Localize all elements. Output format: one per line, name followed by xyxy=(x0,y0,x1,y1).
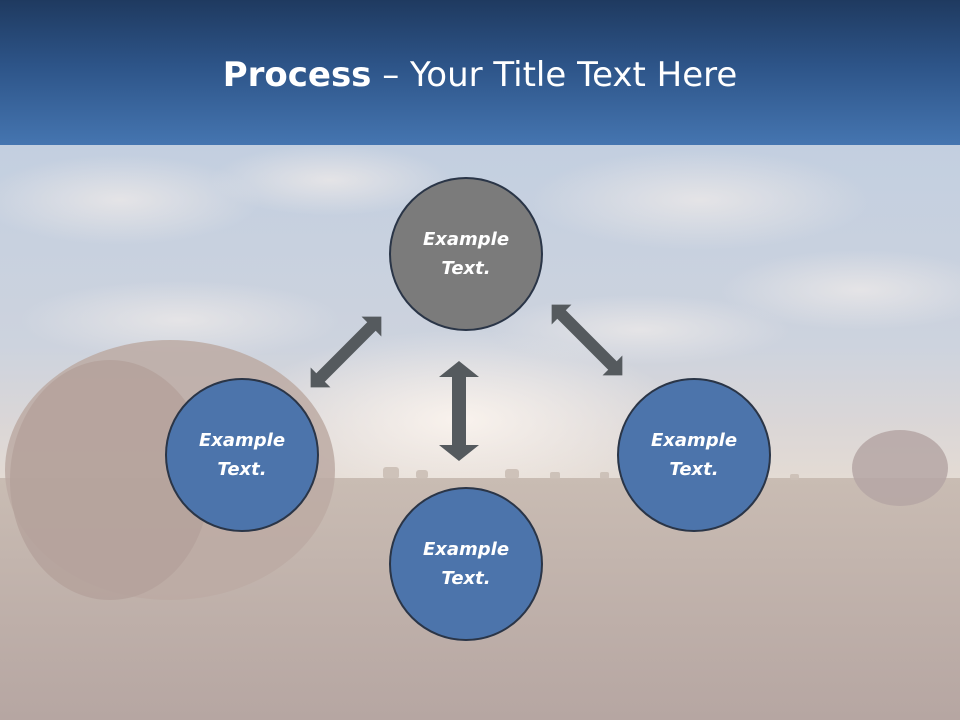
process-node-top: Example Text. xyxy=(389,177,543,331)
title-rest: – Your Title Text Here xyxy=(371,55,738,95)
title-bold: Process xyxy=(222,55,372,95)
arrow-top-left xyxy=(310,316,382,388)
node-bottom-line2: Text. xyxy=(441,568,491,589)
node-top-line2: Text. xyxy=(441,258,491,279)
process-node-right: Example Text. xyxy=(617,378,771,532)
node-left-line1: Example xyxy=(198,430,286,451)
node-top-line1: Example xyxy=(422,229,510,250)
node-right-line1: Example xyxy=(650,430,738,451)
process-node-bottom: Example Text. xyxy=(389,487,543,641)
page-title: Process – Your Title Text Here xyxy=(0,50,960,100)
node-right-line2: Text. xyxy=(669,459,719,480)
process-node-left: Example Text. xyxy=(165,378,319,532)
arrow-center-vertical xyxy=(439,361,479,461)
arrow-top-right xyxy=(551,304,623,376)
node-bottom-line1: Example xyxy=(422,539,510,560)
node-left-line2: Text. xyxy=(217,459,267,480)
title-banner xyxy=(0,0,960,145)
